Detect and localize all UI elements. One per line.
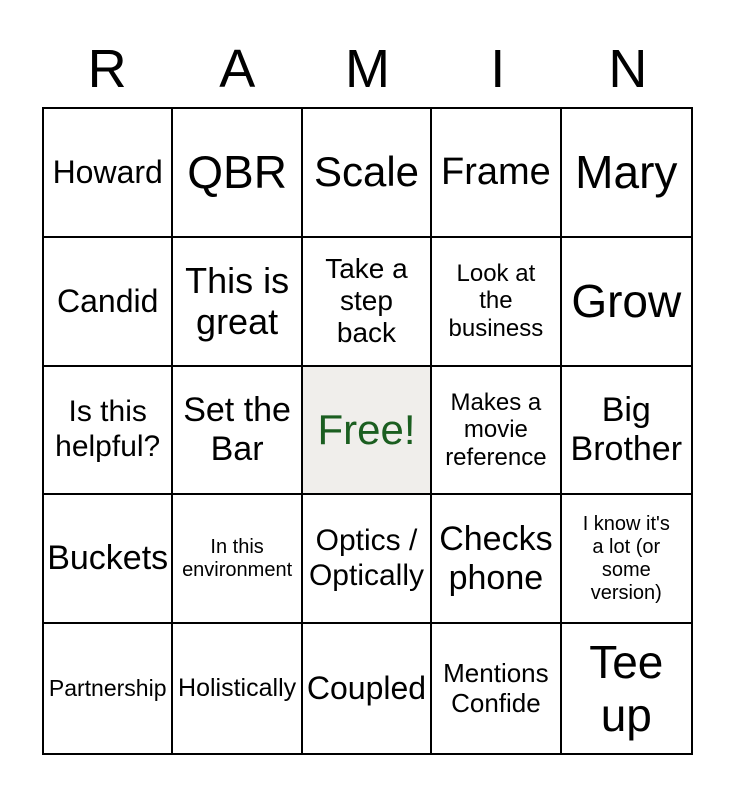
cell-text: Tee up xyxy=(589,635,664,741)
cell-text: Look at the business xyxy=(448,259,544,342)
cell-text: Checks phone xyxy=(439,519,553,597)
bingo-title: R A M I N xyxy=(42,38,693,100)
cell-text: In this environment xyxy=(182,535,293,581)
bingo-board: Howard QBR Scale Frame Mary Candid This … xyxy=(42,107,693,755)
cell-text: Coupled xyxy=(306,670,427,707)
cell-text: I know it's a lot (or some version) xyxy=(582,512,670,604)
bingo-cell[interactable]: Makes a movie reference xyxy=(432,366,562,496)
bingo-cell[interactable]: Candid xyxy=(44,237,174,367)
title-letter: A xyxy=(219,39,256,99)
title-letter: N xyxy=(608,39,648,99)
bingo-cell[interactable]: Coupled xyxy=(302,624,433,753)
title-letter: R xyxy=(87,39,127,99)
cell-text: Scale xyxy=(313,148,420,196)
bingo-cell[interactable]: Big Brother xyxy=(561,366,691,496)
bingo-cell[interactable]: Mary xyxy=(561,109,691,238)
bingo-cell[interactable]: Set the Bar xyxy=(173,366,303,496)
bingo-cell[interactable]: Grow xyxy=(561,237,691,367)
cell-text: Partnership xyxy=(48,675,167,702)
cell-text: Set the Bar xyxy=(183,390,291,468)
cell-text: Holistically xyxy=(178,674,297,703)
bingo-cell[interactable]: QBR xyxy=(173,109,303,238)
bingo-cell[interactable]: Look at the business xyxy=(432,237,562,367)
bingo-cell[interactable]: Partnership xyxy=(44,624,174,753)
title-letter: I xyxy=(490,39,506,99)
cell-text: Howard xyxy=(52,154,163,190)
bingo-cell[interactable]: Tee up xyxy=(561,624,691,753)
cell-text: Buckets xyxy=(47,539,169,578)
title-letter: M xyxy=(345,39,390,99)
cell-text: Big Brother xyxy=(570,390,683,468)
cell-text: Optics / Optically xyxy=(308,524,425,592)
bingo-cell[interactable]: Howard xyxy=(44,109,174,238)
cell-text: QBR xyxy=(187,145,287,198)
cell-text: Is this helpful? xyxy=(55,395,161,463)
bingo-cell[interactable]: I know it's a lot (or some version) xyxy=(561,495,691,625)
bingo-cell[interactable]: Frame xyxy=(432,109,562,238)
free-cell[interactable]: Free! xyxy=(302,366,433,496)
bingo-cell[interactable]: Is this helpful? xyxy=(44,366,174,496)
bingo-cell[interactable]: Holistically xyxy=(173,624,303,753)
bingo-cell[interactable]: Buckets xyxy=(44,495,174,625)
cell-text: This is great xyxy=(185,259,290,343)
cell-text: Candid xyxy=(56,282,159,319)
bingo-cell[interactable]: Mentions Confide xyxy=(432,624,562,753)
cell-text: Mary xyxy=(575,145,678,198)
cell-text: Take a step back xyxy=(325,252,408,349)
cell-text: Mentions Confide xyxy=(443,657,549,718)
cell-text: Makes a movie reference xyxy=(445,388,547,471)
bingo-cell[interactable]: Optics / Optically xyxy=(302,495,433,625)
cell-text: Grow xyxy=(571,274,682,327)
bingo-cell[interactable]: Scale xyxy=(302,109,433,238)
bingo-cell[interactable]: Checks phone xyxy=(432,495,562,625)
cell-text: Frame xyxy=(440,150,551,193)
bingo-cell[interactable]: This is great xyxy=(173,237,303,367)
bingo-cell[interactable]: In this environment xyxy=(173,495,303,625)
bingo-cell[interactable]: Take a step back xyxy=(302,237,433,367)
cell-text: Free! xyxy=(317,405,416,453)
